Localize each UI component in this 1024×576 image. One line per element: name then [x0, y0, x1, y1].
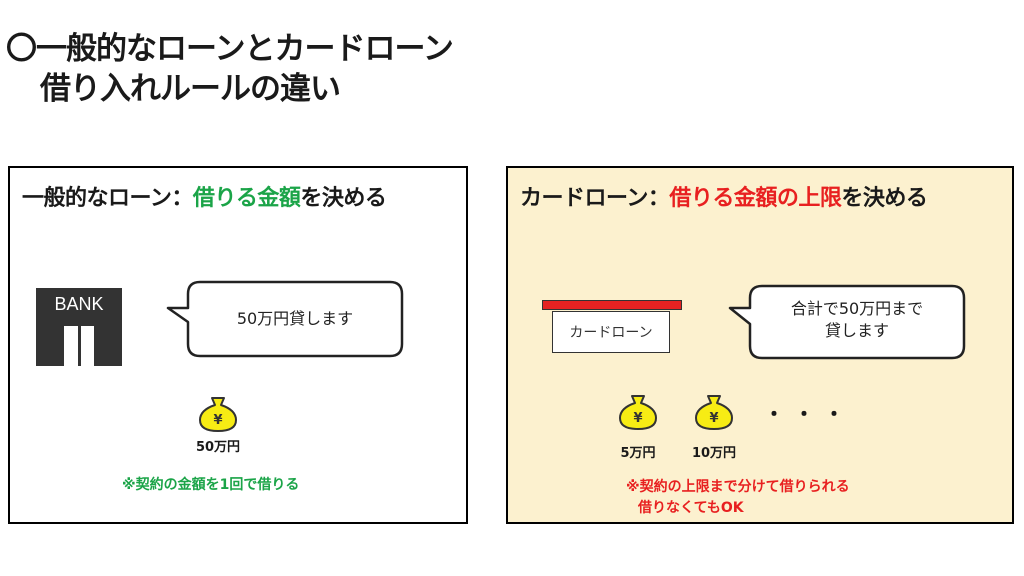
speech-bubble	[728, 284, 966, 360]
card-loan-label: カードローン	[569, 325, 653, 341]
bank-icon: BANK	[36, 288, 122, 366]
money-bag-icon: ¥	[199, 397, 237, 432]
card-loan-note-line2: 借りなくてもOK	[638, 500, 744, 516]
general-loan-panel: 一般的なローン：借りる金額を決める BANK 50万円貸します ¥ 50万円 ※…	[8, 166, 468, 524]
page-title-line2: 借り入れルールの違い	[40, 71, 341, 107]
heading-suffix: を決める	[841, 186, 928, 211]
bank-door-split	[78, 326, 81, 366]
heading-highlight: 借りる金額の上限	[669, 186, 842, 211]
yen-symbol: ¥	[213, 413, 222, 428]
yen-symbol: ¥	[709, 411, 718, 426]
money-bag-icon: ¥	[619, 395, 657, 430]
bank-label: BANK	[54, 294, 104, 314]
card-loan-note-line1: ※契約の上限まで分けて借りられる	[626, 479, 850, 495]
yen-symbol: ¥	[633, 411, 642, 426]
heading-prefix: カードローン：	[520, 186, 670, 211]
heading-highlight: 借りる金額	[192, 186, 301, 211]
general-loan-note: ※契約の金額を1回で借りる	[122, 477, 300, 493]
page-title-line1: 〇一般的なローンとカードローン	[6, 31, 454, 67]
card-loan-machine-roof	[542, 300, 682, 310]
heading-prefix: 一般的なローン：	[22, 186, 193, 211]
coin-label-2: 10万円	[691, 446, 737, 461]
general-loan-heading: 一般的なローン：借りる金額を決める	[22, 180, 387, 212]
bubble-text: 50万円貸します	[236, 309, 354, 328]
money-bag-icon: ¥	[695, 395, 733, 430]
bubble-text: 合計で50万円まで 貸します	[752, 298, 962, 342]
coin-label: 50万円	[195, 440, 241, 455]
speech-bubble	[166, 280, 404, 358]
card-loan-machine: カードローン	[552, 311, 670, 353]
continuation-dots: ・・・	[764, 402, 854, 426]
heading-suffix: を決める	[300, 186, 387, 211]
bubble-line2: 貸します	[824, 321, 889, 340]
bubble-line1: 合計で50万円まで	[790, 299, 924, 318]
card-loan-panel: カードローン：借りる金額の上限を決める カードローン 合計で50万円まで 貸しま…	[506, 166, 1014, 524]
coin-label-1: 5万円	[620, 446, 656, 461]
card-loan-heading: カードローン：借りる金額の上限を決める	[520, 180, 928, 212]
